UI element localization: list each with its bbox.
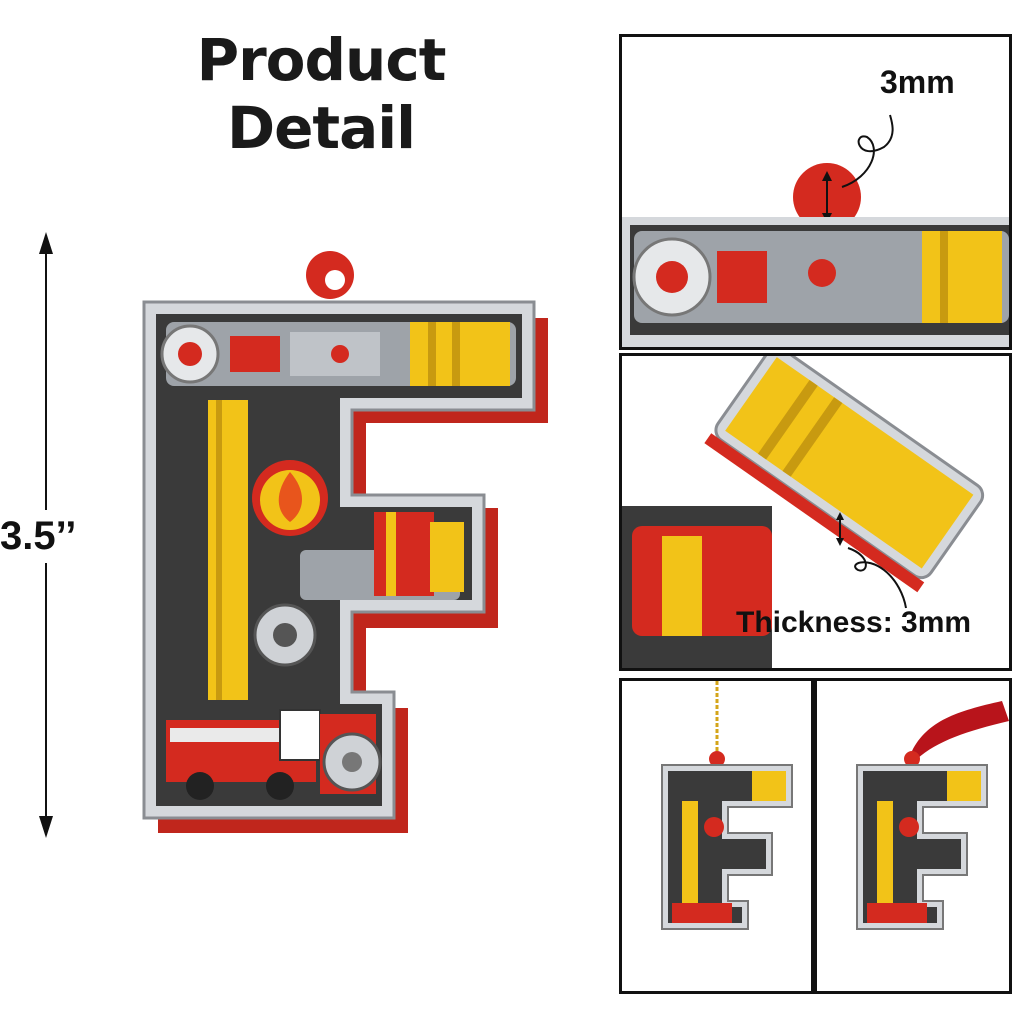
detail-panel-loop (619, 34, 1012, 350)
ornament-red-ribbon-panel (814, 678, 1012, 994)
letter-f-ornament-image (130, 250, 560, 850)
detail-panel-edge (619, 353, 1012, 671)
ornament-gold-string-panel (619, 678, 814, 994)
loop-thickness-label: 3mm (880, 64, 955, 100)
height-dimension-label: 3.5’’ (0, 510, 100, 563)
page-title: Product Detail (196, 26, 447, 162)
edge-thickness-label: Thickness: 3mm (736, 606, 972, 639)
